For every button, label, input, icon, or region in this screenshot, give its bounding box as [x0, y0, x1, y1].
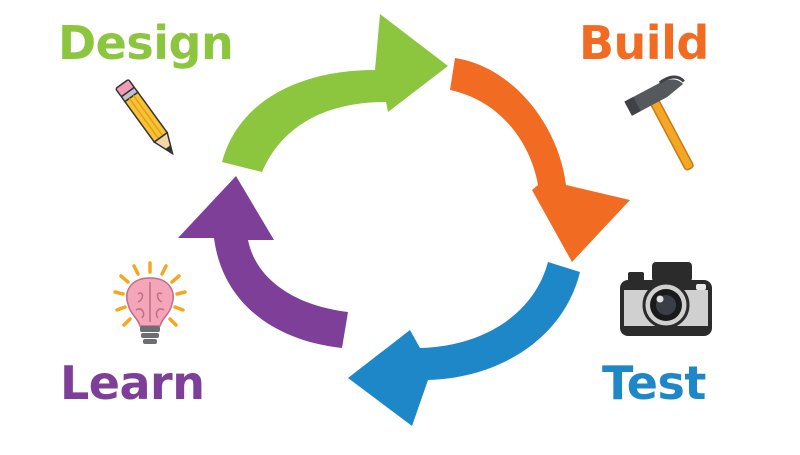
- design-label: Design: [58, 16, 234, 70]
- test-label: Test: [602, 356, 706, 410]
- learn-arrow: [178, 176, 348, 348]
- hammer-icon: [624, 75, 694, 171]
- camera-icon: [620, 262, 712, 336]
- design-arrow: [222, 14, 448, 172]
- lightbulb-brain-icon: [113, 261, 187, 344]
- learn-label: Learn: [60, 356, 205, 410]
- cycle-arrows: [178, 14, 630, 426]
- build-label: Build: [579, 16, 709, 70]
- build-arrow: [450, 58, 630, 262]
- pencil-icon: [115, 79, 174, 156]
- test-arrow: [348, 262, 580, 426]
